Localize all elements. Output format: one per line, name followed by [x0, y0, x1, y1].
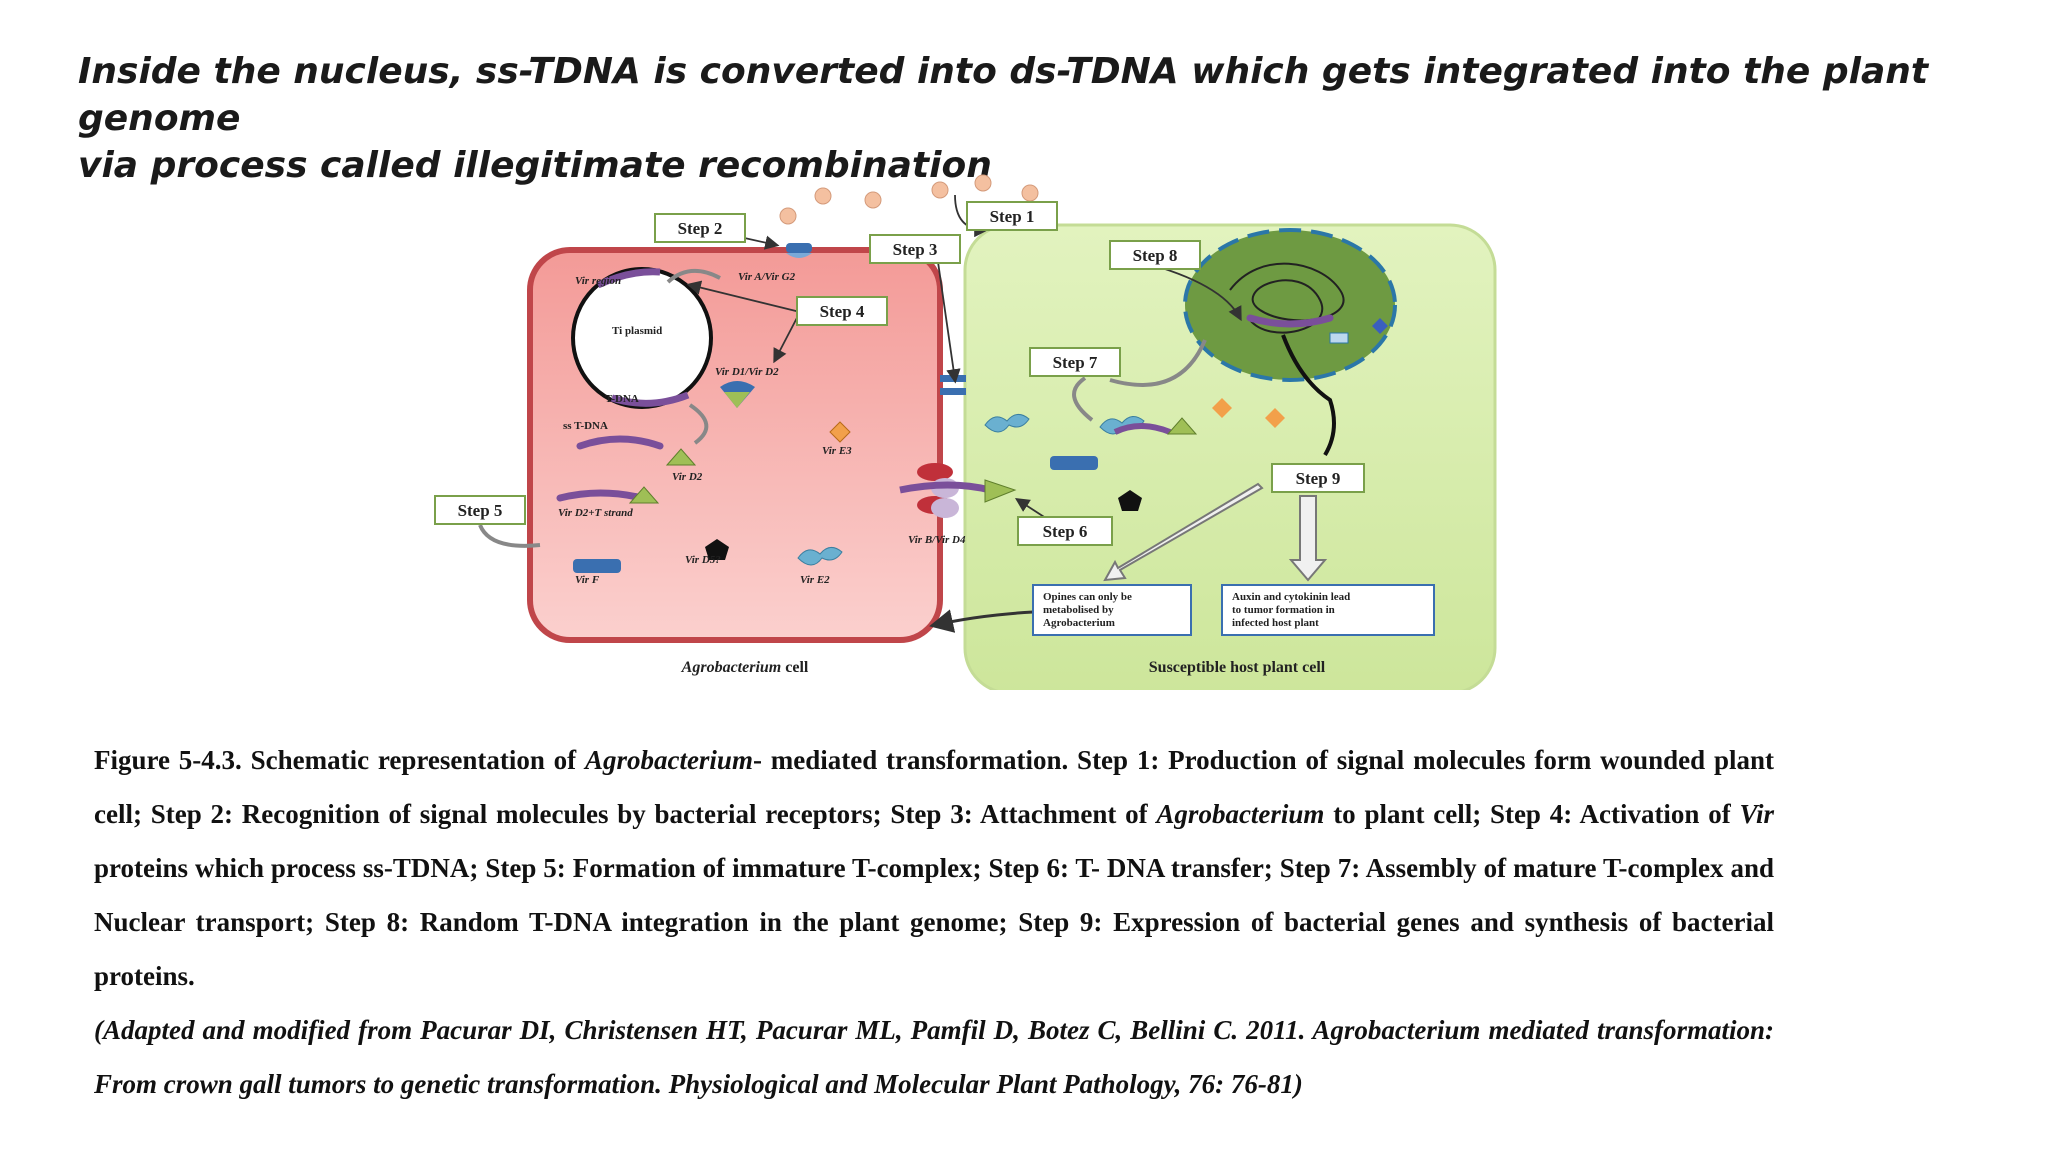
- svg-text:to tumor formation in: to tumor formation in: [1232, 604, 1335, 616]
- vir-e3-protein: [829, 421, 851, 443]
- caption-part-2: - mediated transformation. Step 1: Produ…: [94, 745, 1774, 829]
- slide-title-line-2: via process called illegitimate recombin…: [78, 145, 992, 186]
- host-plant-cell-label: Susceptible host plant cell: [1149, 659, 1326, 676]
- svg-text:Step 9: Step 9: [1296, 469, 1341, 488]
- svg-text:Auxin and cytokinin lead: Auxin and cytokinin lead: [1232, 591, 1350, 603]
- attachment-bar-2: [940, 388, 966, 395]
- svg-text:Step 7: Step 7: [1053, 353, 1098, 372]
- attachment-bar-1: [940, 375, 966, 382]
- vir-d5-protein: [705, 539, 729, 560]
- ss-t-dna-strand: [576, 435, 664, 450]
- caption-italic-agrobacterium-1: Agrobacterium: [584, 745, 753, 775]
- svg-text:metabolised by: metabolised by: [1043, 604, 1114, 616]
- svg-text:Step 8: Step 8: [1133, 246, 1178, 265]
- step-arrows: [686, 194, 1242, 633]
- step-6-box: Step 6: [1017, 516, 1113, 546]
- slide-title: Inside the nucleus, ss-TDNA is converted…: [78, 48, 1978, 189]
- step9-to-auxin-arrow: [1288, 495, 1328, 582]
- plant-vir-f: [1050, 456, 1098, 470]
- nucleus-to-step9-arrow: [1281, 334, 1336, 457]
- svg-text:Step 5: Step 5: [458, 501, 503, 520]
- caption-part-3: to plant cell; Step 4: Activation of: [1324, 799, 1740, 829]
- svg-text:Step 6: Step 6: [1043, 522, 1088, 541]
- caption-part-4: proteins which process ss-TDNA; Step 5: …: [94, 853, 1774, 991]
- nuclear-protein-diamond: [1372, 318, 1388, 334]
- caption-part-1: Figure 5-4.3. Schematic representation o…: [94, 745, 585, 775]
- vir-region-segment: [596, 268, 661, 289]
- svg-text:infected host plant: infected host plant: [1232, 617, 1319, 629]
- label-vir-d2-t-strand: Vir D2+T strand: [558, 507, 633, 519]
- label-vir-region: Vir region: [575, 275, 621, 287]
- label-t-dna: T-DNA: [605, 393, 639, 405]
- step-8-box: Step 8: [1109, 240, 1201, 270]
- ti-plasmid: [571, 267, 713, 409]
- plant-pentagon: [1118, 490, 1142, 511]
- vir-f-protein: [573, 559, 621, 573]
- step-2-box: Step 2: [654, 213, 746, 243]
- vir-e2-protein: [797, 547, 843, 566]
- step-4-box: Step 4: [796, 296, 888, 326]
- agrobacterium-transformation-diagram: Step 1 Step 2 Step 3 Step 4 Step 5 Step …: [434, 174, 1497, 690]
- caption-citation: (Adapted and modified from Pacurar DI, C…: [94, 1015, 1774, 1099]
- slide-title-line-1: Inside the nucleus, ss-TDNA is converted…: [78, 51, 1929, 139]
- step-1-box: Step 1: [966, 201, 1058, 231]
- svg-text:Step 4: Step 4: [820, 302, 865, 321]
- integrated-t-dna: [1246, 314, 1334, 328]
- label-vir-b-d4: Vir B/Vir D4: [908, 534, 966, 546]
- label-vir-d2: Vir D2: [672, 471, 703, 483]
- curved-arrows: [478, 269, 1207, 548]
- auxin-box: Auxin and cytokinin lead to tumor format…: [1221, 584, 1435, 636]
- vir-a-g2-receptor: [786, 243, 812, 253]
- plant-diamond-2: [1265, 408, 1285, 428]
- caption-italic-agrobacterium-2: Agrobacterium: [1156, 799, 1325, 829]
- label-ti-plasmid: Ti plasmid: [612, 325, 662, 337]
- step-9-box: Step 9: [1271, 463, 1365, 493]
- step9-to-opines-arrow: [1103, 482, 1264, 582]
- vir-d2-t-strand: [556, 489, 646, 502]
- label-vir-f: Vir F: [575, 574, 600, 586]
- svg-text:Step 3: Step 3: [893, 240, 938, 259]
- svg-text:Agrobacterium: Agrobacterium: [1043, 617, 1115, 629]
- label-vir-d1-d2: Vir D1/Vir D2: [715, 366, 779, 378]
- label-vir-e3: Vir E3: [822, 445, 852, 457]
- label-vir-a-g2: Vir A/Vir G2: [738, 271, 796, 283]
- step-7-box: Step 7: [1029, 347, 1121, 377]
- step-5-box: Step 5: [434, 495, 526, 525]
- nuclear-protein-rect: [1329, 332, 1349, 344]
- opines-box: Opines can only be metabolised by Agroba…: [1032, 584, 1192, 636]
- caption-italic-vir: Vir: [1739, 799, 1774, 829]
- figure-caption: Figure 5-4.3. Schematic representation o…: [94, 733, 1774, 1111]
- svg-text:Opines can only be: Opines can only be: [1043, 591, 1132, 603]
- vir-d2-protein: [665, 448, 697, 466]
- svg-text:Step 1: Step 1: [990, 207, 1035, 226]
- svg-text:Step 2: Step 2: [678, 219, 723, 238]
- label-vir-d5: Vir D5?: [685, 554, 721, 566]
- plant-diamond-1: [1212, 398, 1232, 418]
- signal-molecules: [779, 174, 1039, 225]
- plant-vir-e2-1: [984, 414, 1030, 433]
- step-3-box: Step 3: [869, 234, 961, 264]
- label-ss-t-dna: ss T-DNA: [563, 420, 608, 432]
- agrobacterium-cell-label: Agrobacterium cell: [681, 659, 809, 676]
- vir-b-d4-channel: [899, 463, 1017, 518]
- label-vir-e2: Vir E2: [800, 574, 830, 586]
- t-dna-segment: [610, 391, 690, 407]
- plant-nucleus: [1183, 228, 1397, 382]
